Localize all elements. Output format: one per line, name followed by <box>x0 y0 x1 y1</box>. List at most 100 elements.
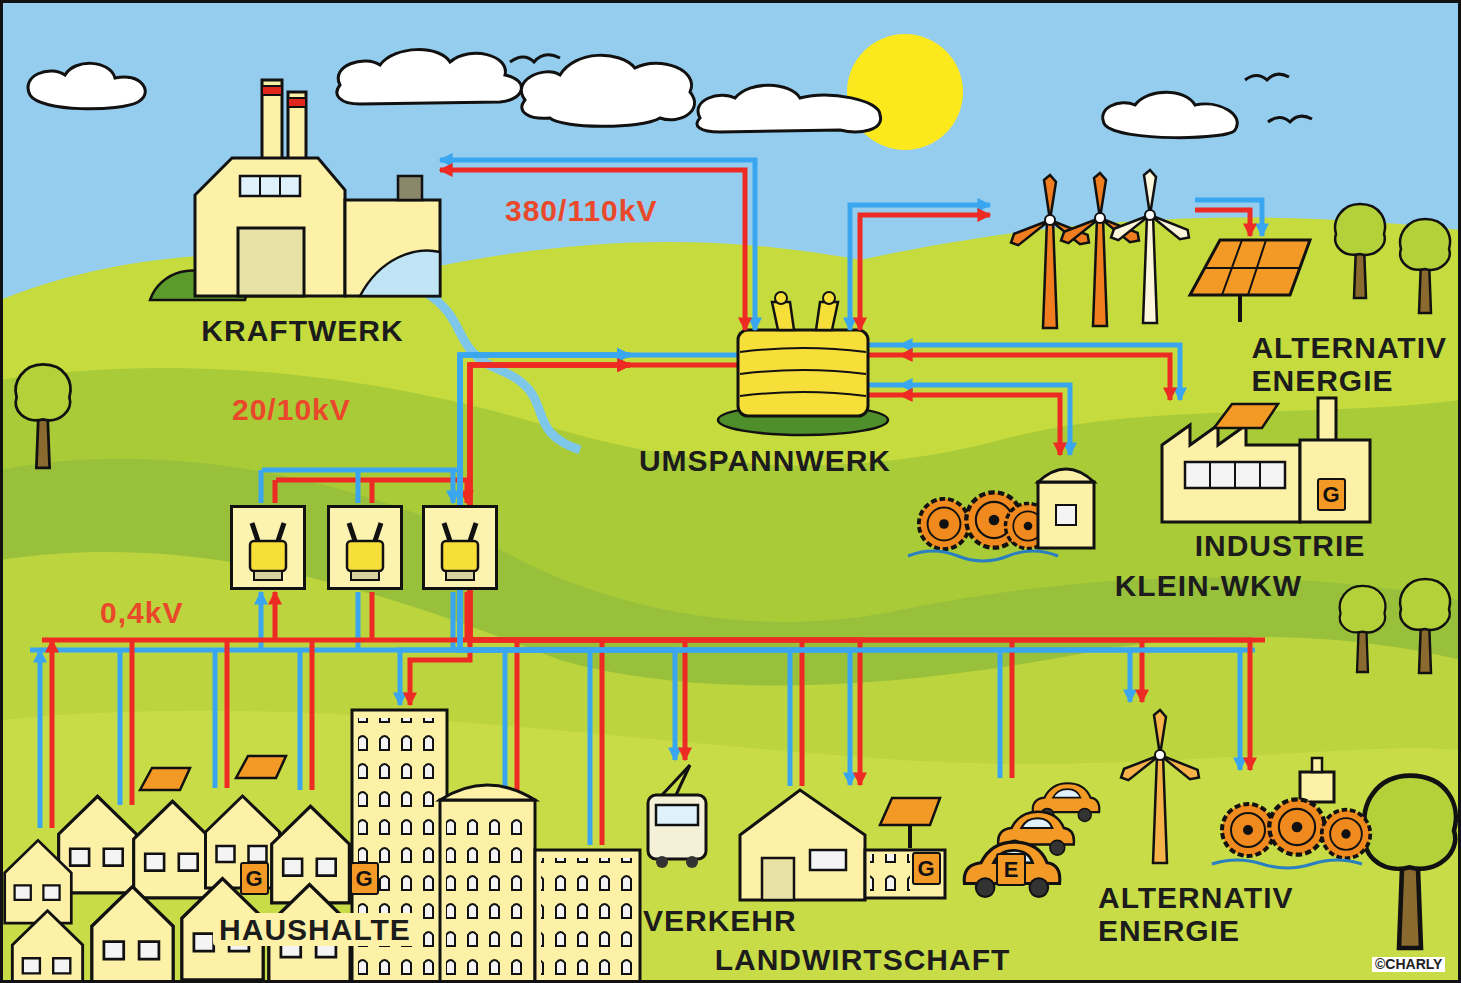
power-plant <box>288 92 306 162</box>
node-text: G <box>1322 484 1339 506</box>
substation-transformer <box>823 292 835 304</box>
industry-building <box>1210 462 1260 488</box>
node-text: G <box>917 858 934 880</box>
power-plant <box>345 200 440 296</box>
renewables <box>1322 810 1371 859</box>
power-line-wire <box>850 205 990 330</box>
wind-and-solar <box>1190 240 1310 295</box>
power-line <box>900 345 1180 400</box>
power-line-wire <box>860 215 990 330</box>
tree <box>1335 204 1385 298</box>
distribution-transformer <box>232 507 305 589</box>
bird <box>1245 74 1289 80</box>
small-hydro-plant <box>908 469 1094 561</box>
node-text: LANDWIRTSCHAFT <box>715 943 1011 976</box>
wind-and-solar <box>1195 200 1262 236</box>
substation-transformer <box>630 353 740 358</box>
tram <box>648 795 706 859</box>
bird <box>1268 116 1312 122</box>
renewables <box>1312 758 1322 772</box>
node-text: HAUSHALTE <box>213 913 417 946</box>
households <box>140 756 286 790</box>
power-plant <box>262 80 282 160</box>
generator-box: G <box>350 862 379 895</box>
farm <box>740 790 865 900</box>
power-line <box>460 355 1250 770</box>
small-hydro-plant <box>1038 482 1094 548</box>
industry-building <box>1162 398 1370 522</box>
distribution-bar <box>261 470 453 503</box>
substation-transformer <box>866 345 900 385</box>
node-text: G <box>355 868 372 890</box>
power-plant <box>195 158 345 296</box>
low-voltage-bus <box>52 640 1142 845</box>
power-plant <box>240 176 300 196</box>
distribution-bar <box>275 592 467 640</box>
site-area: HAUSHALTE G G <box>15 705 615 950</box>
power-plant <box>260 176 280 196</box>
farm <box>908 825 912 848</box>
renewables <box>1269 799 1324 854</box>
households <box>5 840 72 923</box>
site-area: UMSPANNWERK <box>630 330 900 480</box>
tree <box>1400 219 1450 313</box>
voltage-label: 0,4kV <box>100 596 183 629</box>
farm <box>740 790 945 900</box>
power-line-wire <box>470 365 1250 770</box>
tram <box>656 805 698 825</box>
electric-cars <box>964 783 1099 897</box>
hill <box>0 218 1461 983</box>
node-text: INDUSTRIE <box>1195 529 1366 562</box>
cloud <box>1103 92 1238 137</box>
distribution-transformer <box>424 507 497 589</box>
substation-transformer <box>740 348 866 396</box>
power-line <box>900 385 1070 455</box>
tree <box>16 204 1456 948</box>
site-area: ALTERNATIV ENERGIE <box>1095 770 1445 950</box>
power-plant <box>398 176 422 200</box>
watermark: ©CHARLY <box>1372 957 1445 972</box>
hill <box>0 218 1461 983</box>
site-area: ALTERNATIV ENERGIE <box>990 175 1450 400</box>
node-text: E <box>1004 859 1019 881</box>
wind-and-solar <box>1058 173 1142 326</box>
site-area: VERKEHR <box>640 760 800 940</box>
substation-transformer <box>866 355 900 395</box>
bird <box>510 55 560 62</box>
power-plant <box>262 86 282 95</box>
small-hydro-plant <box>1056 505 1076 525</box>
power-line-wire <box>460 355 1240 770</box>
households <box>134 801 212 898</box>
distribution-bar <box>262 468 460 473</box>
voltage-label: 20/10kV <box>232 393 351 426</box>
power-line-wire <box>900 385 1070 455</box>
renewables <box>1118 710 1370 868</box>
node-text: VERKEHR <box>643 904 797 937</box>
industry-building <box>1214 404 1278 428</box>
power-line-wire <box>410 365 630 705</box>
node-text: G <box>245 868 262 890</box>
households <box>12 911 82 983</box>
farm <box>880 798 940 825</box>
industry-building <box>1185 462 1285 488</box>
wind-and-solar <box>1008 175 1092 328</box>
vehicle-marker: E <box>996 853 1026 886</box>
site-area: KRAFTWERK <box>165 70 440 350</box>
wind-and-solar <box>1008 170 1310 328</box>
bird <box>510 55 1312 122</box>
cloud <box>697 85 881 132</box>
industry-building <box>1162 425 1300 522</box>
households <box>535 850 640 983</box>
cloud <box>28 50 1237 138</box>
tram <box>656 856 668 868</box>
tree <box>16 364 71 467</box>
households <box>446 808 530 983</box>
node-text: ALTERNATIV ENERGIE <box>1098 881 1294 947</box>
generator-box: G <box>240 862 269 895</box>
tram <box>686 856 698 868</box>
